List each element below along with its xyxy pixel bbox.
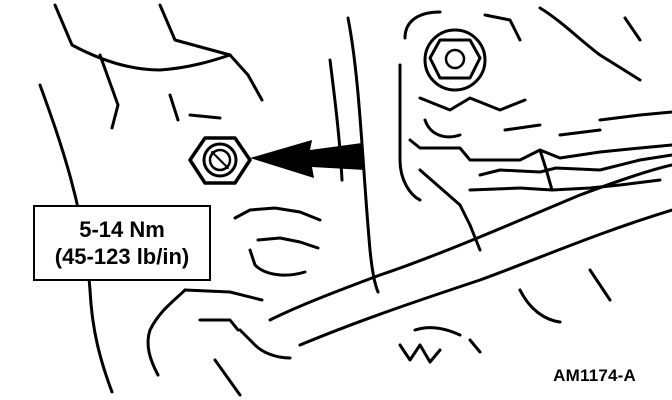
shaft-lower-line	[298, 208, 672, 347]
casting-curve	[518, 288, 562, 324]
lower-casting-line	[198, 318, 240, 332]
boss-curve	[248, 248, 307, 277]
block-notch	[538, 148, 554, 192]
torque-nm-label: 5-14 Nm	[79, 217, 165, 242]
boss-line	[256, 236, 320, 250]
casting-curve	[413, 326, 462, 337]
pointer-arrow-icon	[250, 140, 365, 178]
housing-top-line	[483, 13, 522, 42]
flange-edge	[418, 96, 527, 112]
housing-top-curve	[403, 10, 442, 40]
flange-line	[398, 63, 422, 202]
block-top-line	[558, 128, 602, 137]
shaft-upper-line	[268, 163, 672, 322]
block-top-edge	[408, 138, 672, 162]
torque-spec-callout: 5-14 Nm (45-123 lb/in)	[33, 205, 211, 281]
lower-casting-line	[213, 358, 242, 397]
block-side-edge	[418, 168, 482, 252]
housing-top-right-line	[538, 6, 642, 82]
lower-casting-curve	[146, 288, 187, 377]
casting-line	[588, 268, 612, 302]
casting-line	[468, 338, 482, 354]
figure-id-label: AM1174-A	[553, 366, 636, 385]
casting-line	[168, 93, 180, 122]
bracket-side-line	[228, 53, 264, 102]
shaft-end-curve	[238, 328, 292, 360]
casting-flange-bottom	[398, 343, 442, 364]
block-edge	[468, 178, 662, 192]
boss-top-line	[233, 206, 322, 222]
bracket-outline	[53, 3, 232, 72]
flange-curve	[423, 118, 462, 139]
drain-plug-nut	[188, 136, 252, 185]
bracket-top-line	[158, 3, 232, 57]
top-bolt	[423, 28, 487, 92]
casting-line	[188, 113, 222, 120]
torque-lbin-label: (45-123 lb/in)	[54, 244, 190, 269]
flange-line	[503, 123, 542, 132]
lower-casting-top	[183, 288, 264, 302]
block-edge	[478, 153, 672, 177]
bracket-line	[98, 53, 120, 130]
housing-corner-line	[623, 16, 642, 42]
block-top-line	[598, 110, 672, 122]
